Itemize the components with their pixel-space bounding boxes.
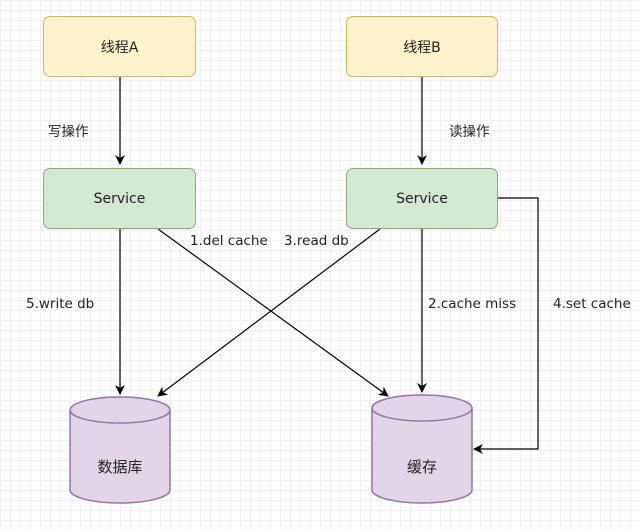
- thread-b-label: 线程B: [403, 39, 441, 56]
- set-cache-label: 4.set cache: [553, 296, 631, 312]
- edge-set-cache: [473, 197, 539, 454]
- write-op-label: 写操作: [48, 124, 89, 140]
- service-a-label: Service: [93, 190, 146, 207]
- thread-a-box: 线程A: [43, 16, 196, 77]
- service-a-box: Service: [43, 168, 196, 229]
- read-db-label: 3.read db: [284, 233, 349, 249]
- read-op-label: 读操作: [449, 124, 490, 140]
- edge-read-db: [157, 228, 381, 397]
- del-cache-label: 1.del cache: [190, 233, 268, 249]
- cache-miss-label: 2.cache miss: [428, 296, 517, 312]
- service-b-label: Service: [396, 190, 448, 207]
- edge-del-cache: [157, 228, 389, 397]
- cache-label: 缓存: [406, 458, 437, 476]
- thread-a-label: 线程A: [100, 39, 139, 56]
- database-cylinder: [69, 396, 171, 504]
- thread-b-box: 线程B: [346, 16, 498, 77]
- cache-cylinder: [371, 394, 473, 504]
- write-db-label: 5.write db: [26, 296, 95, 312]
- database-label: 数据库: [97, 458, 143, 476]
- service-b-box: Service: [346, 168, 498, 229]
